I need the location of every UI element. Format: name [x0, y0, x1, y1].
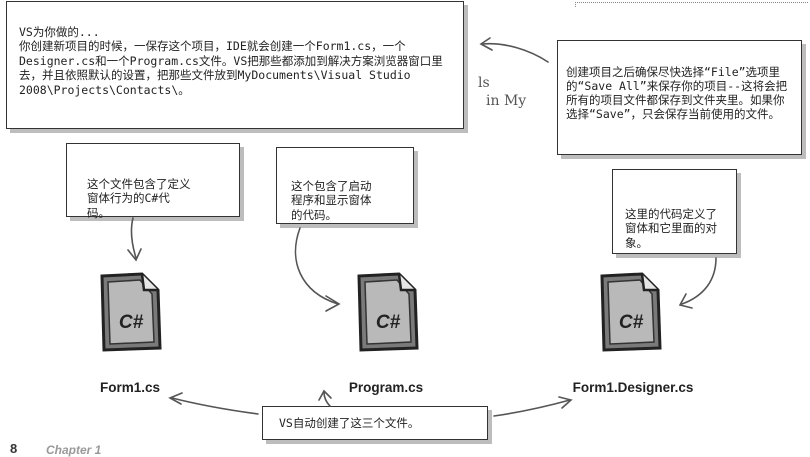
dotted-frame-fragment: [575, 2, 808, 7]
note-text: VS为你做的... 你创建新项目的时候，一保存这个项目，IDE就会创建一个For…: [19, 24, 443, 97]
csharp-icon-label: C#: [119, 312, 144, 333]
arrow-to-form1-label: [171, 397, 259, 415]
file-label-form1: Form1.cs: [99, 380, 161, 395]
csharp-icon-label: C#: [619, 312, 644, 333]
csharp-icon-label: C#: [376, 312, 401, 333]
arrow-to-program-label: [323, 391, 331, 407]
file-icon-form1: C#: [94, 270, 164, 354]
note-vs-did-for-you: VS为你做的... 你创建新项目的时候，一保存这个项目，IDE就会创建一个For…: [6, 1, 464, 129]
file-icon-program: C#: [351, 270, 421, 354]
note-text: 这里的代码定义了窗体和它里面的对象。: [625, 206, 717, 250]
file-label-designer: Form1.Designer.cs: [572, 380, 694, 395]
file-label-program: Program.cs: [348, 380, 424, 395]
note-designer: 这里的代码定义了窗体和它里面的对象。: [612, 169, 737, 254]
note-text: 创建项目之后确保尽快选择“File”选项里的“Save All”来保存你的项目-…: [566, 65, 788, 121]
arrow-to-note: [481, 42, 549, 63]
note-text: 这个包含了启动程序和显示窗体的代码。: [291, 178, 372, 222]
note-save-all: 创建项目之后确保尽快选择“File”选项里的“Save All”来保存你的项目-…: [557, 40, 802, 155]
background-text-fragment: in My: [486, 93, 527, 109]
note-text: 这个文件包含了定义窗体行为的C#代码。: [87, 176, 191, 220]
file-icon-designer: C#: [594, 270, 664, 354]
note-form1: 这个文件包含了定义窗体行为的C#代码。: [66, 143, 240, 220]
arrow-to-designer-label: [493, 399, 571, 417]
note-program: 这个包含了启动程序和显示窗体的代码。: [276, 147, 414, 224]
note-three-files: VS自动创建了这三个文件。: [262, 406, 488, 440]
chapter-label: Chapter 1: [46, 443, 102, 457]
arrow-to-program: [294, 227, 339, 305]
note-text: VS自动创建了这三个文件。: [279, 416, 420, 430]
arrow-to-form1: [130, 217, 137, 259]
background-text-fragment: ls: [478, 75, 490, 91]
page-number: 8: [10, 441, 18, 456]
arrow-to-designer: [681, 257, 717, 305]
